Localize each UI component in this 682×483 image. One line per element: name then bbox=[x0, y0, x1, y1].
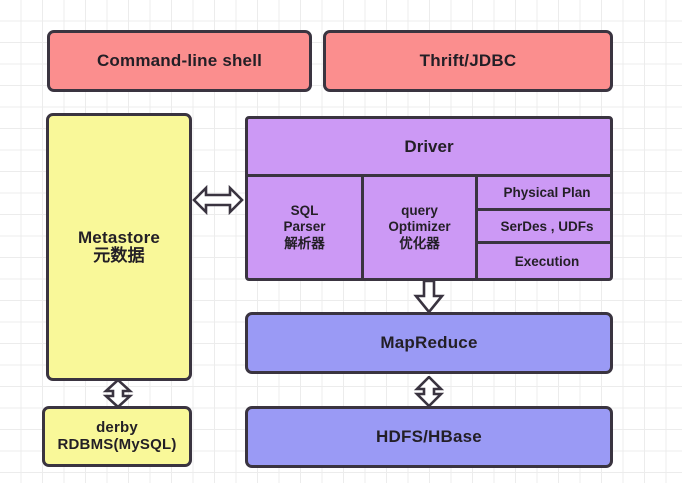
driver-title: Driver bbox=[248, 119, 610, 177]
double-vertical-arrow-icon bbox=[101, 379, 135, 408]
driver-stage-serdes-udfs: SerDes , UDFs bbox=[478, 211, 610, 245]
mapreduce-label: MapReduce bbox=[380, 333, 478, 353]
client-label: Command-line shell bbox=[96, 51, 263, 71]
metastore-box: Metastore 元数据 bbox=[46, 113, 192, 381]
down-arrow-icon bbox=[412, 281, 446, 313]
driver-box: Driver SQL Parser 解析器 query Optimizer 优化… bbox=[245, 116, 613, 281]
query-optimizer-line1: query bbox=[401, 202, 438, 218]
mapreduce-box: MapReduce bbox=[245, 312, 613, 374]
driver-column-query-optimizer: query Optimizer 优化器 bbox=[364, 177, 478, 278]
query-optimizer-line2: Optimizer bbox=[388, 219, 451, 235]
sql-parser-line1: SQL bbox=[290, 202, 319, 218]
double-horizontal-arrow-icon bbox=[192, 183, 244, 217]
driver-stage-list: Physical Plan SerDes , UDFs Execution bbox=[478, 177, 610, 278]
metastore-label-en: Metastore bbox=[77, 227, 161, 247]
double-vertical-arrow-icon bbox=[412, 376, 446, 407]
sql-parser-line3: 解析器 bbox=[284, 235, 325, 252]
derby-label-line2: RDBMS(MySQL) bbox=[57, 435, 177, 453]
client-box-thrift-jdbc: Thrift/JDBC bbox=[323, 30, 613, 92]
query-optimizer-line3: 优化器 bbox=[399, 235, 440, 252]
sql-parser-line2: Parser bbox=[283, 219, 326, 235]
derby-label-line1: derby bbox=[96, 418, 138, 436]
driver-columns: SQL Parser 解析器 query Optimizer 优化器 Physi… bbox=[248, 177, 610, 278]
client-box-command-line-shell: Command-line shell bbox=[47, 30, 312, 92]
driver-stage-execution: Execution bbox=[514, 253, 580, 269]
client-label: Thrift/JDBC bbox=[419, 51, 517, 71]
metastore-label-zh: 元数据 bbox=[93, 246, 145, 266]
hdfs-hbase-box: HDFS/HBase bbox=[245, 406, 613, 468]
derby-rdbms-box: derby RDBMS(MySQL) bbox=[42, 406, 192, 467]
driver-column-sql-parser: SQL Parser 解析器 bbox=[248, 177, 364, 278]
driver-stage-physical-plan: Physical Plan bbox=[478, 177, 610, 211]
hdfs-hbase-label: HDFS/HBase bbox=[376, 427, 482, 447]
